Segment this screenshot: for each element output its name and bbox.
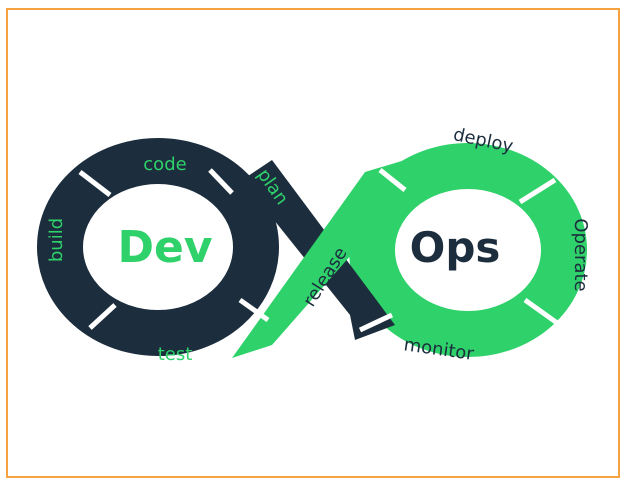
dev-ring xyxy=(37,138,279,356)
frame-border xyxy=(6,8,620,478)
ops-ring xyxy=(349,143,587,357)
dev-label: Dev xyxy=(117,222,212,273)
ops-label: Ops xyxy=(410,223,501,272)
stage-test: test xyxy=(158,344,193,365)
stage-code: code xyxy=(143,154,186,175)
segment-separators xyxy=(78,168,562,333)
release-band xyxy=(232,160,405,358)
stage-build: build xyxy=(46,218,67,262)
stage-operate: Operate xyxy=(570,218,591,291)
